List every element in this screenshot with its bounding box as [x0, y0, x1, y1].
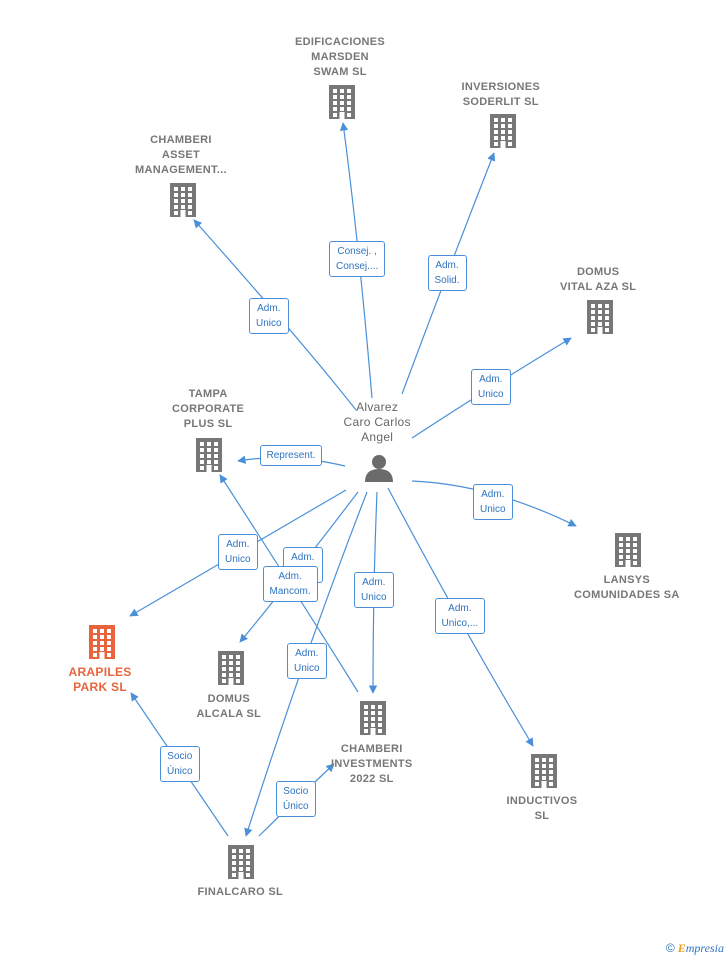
- brand-logo: © Empresia: [666, 941, 724, 956]
- company-label[interactable]: TAMPA CORPORATE PLUS SL: [172, 387, 244, 432]
- company-label[interactable]: EDIFICACIONES MARSDEN SWAM SL: [295, 35, 385, 80]
- building-icon[interactable]: [228, 845, 254, 879]
- node-label-line: SL: [534, 810, 550, 822]
- edge-line: [193, 219, 357, 411]
- edge-label[interactable]: Adm. Solid.: [427, 255, 467, 291]
- edge-label-line: Socio: [283, 786, 309, 797]
- edge-label-line: Unico,...: [441, 618, 479, 629]
- building-icon[interactable]: [615, 533, 641, 567]
- edge-label[interactable]: Adm. Unico: [473, 484, 513, 520]
- edge-label-line: Adm.: [481, 489, 505, 500]
- edge-label-line: Solid.: [434, 275, 460, 286]
- company-label[interactable]: CHAMBERI INVESTMENTS 2022 SL: [331, 742, 413, 787]
- edge-label-line: Unico: [225, 554, 251, 565]
- edge-label-line: Unico: [256, 318, 282, 329]
- company-label[interactable]: CHAMBERI ASSET MANAGEMENT...: [135, 133, 227, 178]
- node-label-line: PLUS SL: [183, 418, 233, 430]
- edge-label-line: Adm.: [278, 571, 302, 582]
- node-label-line: CORPORATE: [172, 403, 245, 415]
- edge-label-line: Único: [167, 766, 193, 777]
- node-label-line: Alvarez: [356, 400, 399, 414]
- node-label-line: LANSYS: [603, 574, 651, 586]
- edge-label[interactable]: Adm. Unico: [354, 572, 394, 608]
- edge-label-line: Consej. ,: [337, 246, 377, 257]
- node-label-line: FINALCARO SL: [197, 886, 283, 898]
- company-label[interactable]: DOMUS ALCALA SL: [197, 692, 262, 722]
- node-label-line: ASSET: [161, 149, 201, 161]
- edge-label-line: Unico: [478, 389, 504, 400]
- edge-label-line: Adm.: [362, 577, 386, 588]
- node-label-line: ARAPILES: [68, 665, 132, 679]
- edge-label-line: Adm.: [479, 374, 503, 385]
- node-label-line: VITAL AZA SL: [560, 281, 637, 293]
- edge-label[interactable]: Consej. , Consej....: [329, 241, 386, 277]
- node-label-line: SWAM SL: [313, 66, 367, 78]
- brand-initial: E: [677, 941, 686, 955]
- edge-label-line: Consej....: [336, 261, 379, 272]
- building-icon[interactable]: [218, 651, 244, 685]
- edge-label-line: Adm.: [291, 552, 315, 563]
- building-icon[interactable]: [531, 754, 557, 788]
- edge-label-line: Mancom.: [269, 586, 311, 597]
- edge-label-line: Unico: [294, 663, 320, 674]
- edge-label-line: Socio: [167, 751, 193, 762]
- building-icon[interactable]: [196, 438, 222, 472]
- edge-label-line: Represent.: [266, 449, 316, 461]
- company-label[interactable]: DOMUS VITAL AZA SL: [560, 265, 636, 295]
- company-label[interactable]: INVERSIONES SODERLIT SL: [462, 80, 541, 110]
- edges-layer: [129, 122, 577, 837]
- edge-label-line: Único: [283, 801, 309, 812]
- node-label-line: CHAMBERI: [150, 134, 212, 146]
- edge-label[interactable]: Adm. Unico,...: [434, 598, 486, 634]
- node-label-line: TAMPA: [188, 388, 228, 400]
- company-label[interactable]: FINALCARO SL: [198, 885, 283, 900]
- edge-label[interactable]: Adm. Unico: [249, 298, 289, 334]
- node-label-line: Caro Carlos: [343, 415, 411, 429]
- edge-label-line: Unico: [361, 592, 387, 603]
- icons-layer: [89, 85, 641, 879]
- building-icon[interactable]: [587, 300, 613, 334]
- edge-label-line: Adm.: [448, 603, 472, 614]
- building-icon[interactable]: [360, 701, 386, 735]
- node-label-line: COMUNIDADES SA: [574, 589, 680, 601]
- edge-label[interactable]: Adm. Mancom.: [262, 566, 318, 602]
- node-label-line: SODERLIT SL: [462, 96, 539, 108]
- node-label-line: INVESTMENTS: [331, 758, 413, 770]
- node-label-line: DOMUS: [576, 266, 620, 278]
- node-label-line: ALCALA SL: [196, 708, 262, 720]
- building-icon[interactable]: [329, 85, 355, 119]
- edge-label[interactable]: Adm. Unico: [218, 534, 258, 570]
- edge-label-line: Unico: [480, 504, 506, 515]
- edge-label-line: Adm.: [226, 539, 250, 550]
- edge-label-line: Adm.: [435, 260, 459, 271]
- edge-label-line: Adm.: [257, 303, 281, 314]
- building-icon[interactable]: [89, 625, 115, 659]
- edge-label-line: Adm.: [295, 648, 319, 659]
- copyright-icon: ©: [665, 941, 675, 955]
- building-icon[interactable]: [490, 114, 516, 148]
- node-label-line: MANAGEMENT...: [135, 164, 227, 176]
- node-label-line: Angel: [361, 430, 394, 444]
- node-label-line: DOMUS: [207, 693, 251, 705]
- node-label-line: PARK SL: [73, 680, 127, 694]
- edge-label[interactable]: Adm. Unico: [287, 643, 327, 679]
- node-label-line: INVERSIONES: [461, 81, 540, 93]
- node-label-line: CHAMBERI: [340, 743, 403, 755]
- edge-label[interactable]: Represent.: [259, 444, 323, 466]
- building-icon[interactable]: [170, 183, 196, 217]
- brand-name: mpresia: [685, 941, 724, 955]
- node-label-line: MARSDEN: [311, 51, 369, 63]
- node-label-line: INDUCTIVOS: [506, 795, 578, 807]
- node-label-line: EDIFICACIONES: [295, 36, 386, 48]
- edge-label[interactable]: Adm. Unico: [471, 369, 511, 405]
- company-label[interactable]: INDUCTIVOS SL: [507, 794, 578, 824]
- node-label-line: 2022 SL: [349, 773, 394, 785]
- company-label[interactable]: LANSYS COMUNIDADES SA: [574, 573, 680, 603]
- person-icon[interactable]: [365, 455, 393, 482]
